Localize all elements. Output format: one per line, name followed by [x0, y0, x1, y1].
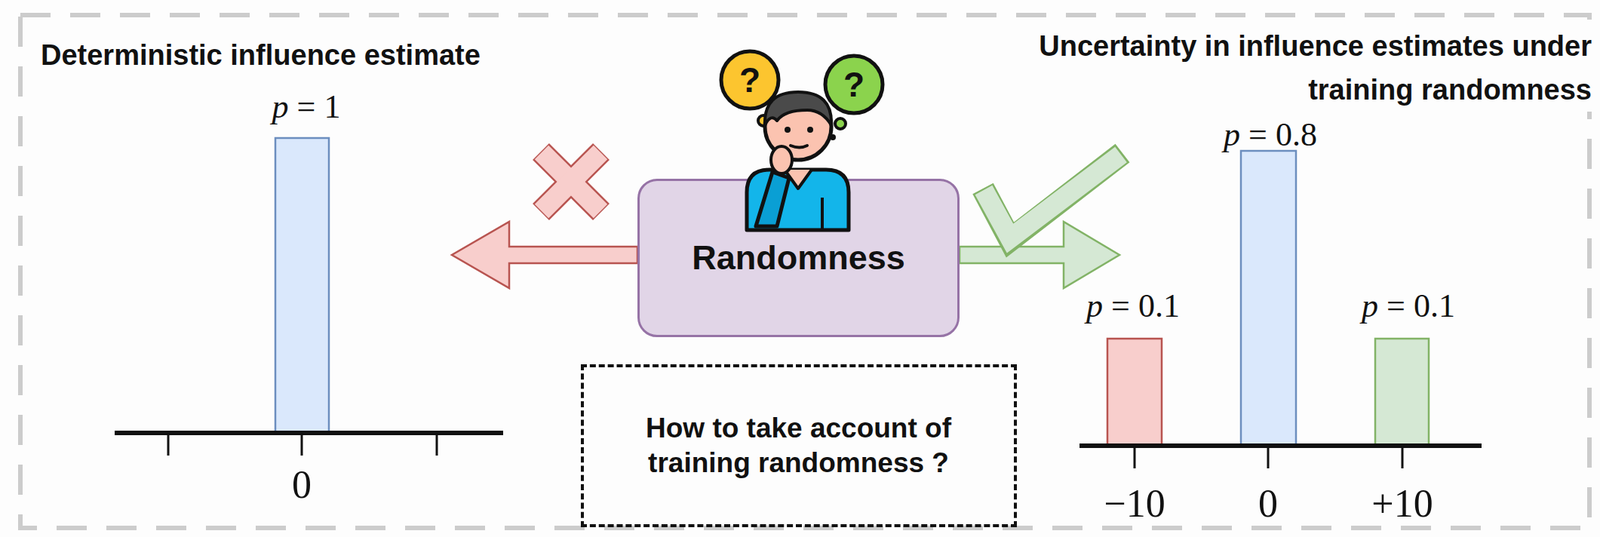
node-text: How to take account of training randomne…: [598, 411, 999, 482]
axis-tick: [1267, 445, 1270, 469]
red-block-arrow: [451, 221, 638, 289]
question-box: How to take account of training randomne…: [580, 364, 1017, 528]
axis-tick: [1133, 445, 1137, 469]
axis-line: [114, 430, 504, 436]
probability-bar: [1107, 338, 1162, 446]
probability-bar: [275, 138, 329, 434]
axis-line: [1079, 443, 1482, 449]
probability-bar: [1375, 338, 1429, 446]
red-cross-mark: [540, 151, 602, 212]
panel-title: Uncertainty in influence estimates under…: [927, 24, 1592, 112]
axis-tick-label: 0: [291, 462, 312, 508]
green-check-mark: [982, 153, 1123, 240]
axis-tick-label: +10: [1371, 481, 1433, 527]
probability-label: p = 0.1: [1361, 287, 1456, 326]
axis-tick: [436, 433, 439, 456]
axis-tick: [300, 433, 304, 456]
question-mark: ?: [843, 64, 865, 105]
axis-tick-label: −10: [1103, 481, 1165, 527]
axis-tick-label: 0: [1258, 481, 1278, 527]
node-text: Randomness: [691, 236, 906, 280]
probability-label: p = 1: [272, 88, 341, 127]
probability-label: p = 0.8: [1223, 116, 1318, 155]
panel-title: Deterministic influence estimate: [40, 39, 481, 73]
axis-tick: [167, 433, 170, 456]
question-mark: ?: [739, 60, 761, 101]
axis-tick: [1401, 445, 1404, 469]
probability-bar: [1240, 150, 1296, 446]
probability-label: p = 0.1: [1086, 287, 1180, 326]
